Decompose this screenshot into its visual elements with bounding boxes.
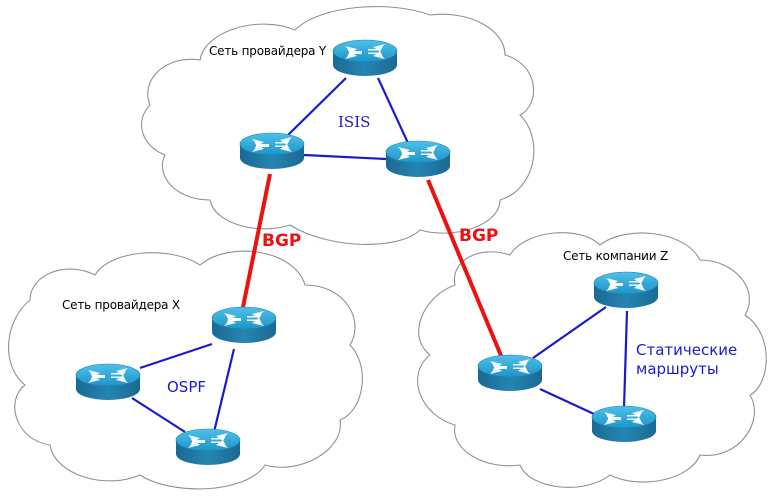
- protocol-label-static: Статические маршруты: [636, 341, 737, 379]
- link-ospf-top-bottom: [212, 348, 236, 433]
- router-icon: [239, 132, 305, 170]
- link-isis-top-left: [287, 77, 347, 136]
- router-icon: [175, 428, 241, 466]
- protocol-label-isis: ISIS: [338, 113, 371, 131]
- router-icon: [591, 405, 657, 443]
- router-icon: [211, 306, 277, 344]
- router-icon: [75, 363, 141, 401]
- network-label-company-z: Сеть компании Z: [563, 249, 668, 263]
- link-static-left-bottom: [539, 388, 595, 415]
- link-bgp-y-x: [240, 173, 272, 313]
- links-ospf: [131, 342, 236, 433]
- link-ospf-left-bottom: [131, 397, 186, 433]
- network-label-provider-x: Сеть провайдера X: [62, 298, 180, 312]
- router-icon: [385, 140, 451, 178]
- protocol-label-static-line-2: маршруты: [636, 360, 719, 378]
- link-static-top-bottom: [622, 310, 629, 409]
- network-label-provider-y: Сеть провайдера Y: [209, 44, 327, 58]
- link-bgp-y-z: [426, 179, 504, 359]
- cloud-provider-y: [141, 6, 535, 245]
- router-icon: [593, 271, 659, 309]
- link-ospf-top-left: [139, 342, 213, 370]
- link-static-top-left: [532, 306, 607, 359]
- protocol-label-static-line-1: Статические: [636, 341, 738, 359]
- protocol-label-ospf: OSPF: [167, 378, 207, 396]
- router-icon: [477, 354, 543, 392]
- cloud-provider-x: [8, 250, 363, 490]
- bgp-label-y-z: BGP: [459, 226, 499, 246]
- router-icon: [332, 39, 398, 77]
- cloud-company-z: [417, 232, 767, 488]
- bgp-label-y-x: BGP: [262, 231, 302, 251]
- link-isis-left-right: [303, 153, 387, 161]
- link-isis-top-right: [377, 77, 409, 144]
- links-static: [532, 306, 629, 415]
- links-isis: [287, 77, 409, 161]
